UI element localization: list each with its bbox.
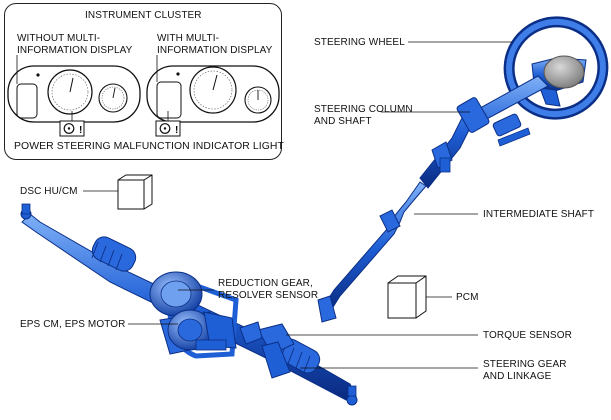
steering-wheel-label: STEERING WHEEL <box>314 37 405 48</box>
dsc-label: DSC HU/CM <box>20 186 78 197</box>
torque-sensor-label: TORQUE SENSOR <box>483 330 572 341</box>
eps-motor-assembly <box>149 271 239 359</box>
reduction-gear-label-line1: REDUCTION GEAR, <box>218 278 313 289</box>
steering-gear-label-line2: AND LINKAGE <box>483 371 552 382</box>
intermediate-shaft <box>317 181 427 323</box>
without-mid-label: WITHOUT MULTI- INFORMATION DISPLAY <box>17 33 132 57</box>
steering-column-label: STEERING COLUMN AND SHAFT <box>314 104 413 128</box>
svg-text:!: ! <box>79 125 82 136</box>
intermediate-shaft-label: INTERMEDIATE SHAFT <box>483 209 595 220</box>
steering-column-label-line1: STEERING COLUMN <box>314 104 413 115</box>
without-mid-label-line1: WITHOUT MULTI- <box>17 33 101 44</box>
without-mid-label-line2: INFORMATION DISPLAY <box>17 45 133 56</box>
power-steering-warning-icon: ! <box>59 111 85 137</box>
instrument-cluster-title: INSTRUMENT CLUSTER <box>85 10 202 21</box>
eps-label: EPS CM, EPS MOTOR <box>20 319 126 330</box>
pcm-label: PCM <box>456 292 479 303</box>
reduction-gear-label-line2: RESOLVER SENSOR <box>218 290 319 301</box>
steering-column-label-line2: AND SHAFT <box>314 116 372 127</box>
with-mid-label-line1: WITH MULTI- <box>157 33 220 44</box>
steering-gear-label-line1: STEERING GEAR <box>483 359 567 370</box>
cluster-with-mid <box>146 65 280 123</box>
indicator-light-label: POWER STEERING MALFUNCTION INDICATOR LIG… <box>14 141 284 152</box>
instrument-cluster-panel <box>4 3 282 160</box>
power-steering-warning-icon-2: ! <box>155 111 181 137</box>
cluster-without-mid <box>7 65 141 123</box>
steering-column <box>419 75 549 189</box>
reduction-gear-label: REDUCTION GEAR, RESOLVER SENSOR <box>218 278 318 302</box>
with-mid-label: WITH MULTI- INFORMATION DISPLAY <box>157 33 272 57</box>
steering-gear-label: STEERING GEAR AND LINKAGE <box>483 359 567 383</box>
svg-text:!: ! <box>175 125 178 136</box>
steering-wheel <box>503 16 609 120</box>
leader-lines <box>83 41 512 369</box>
pcm-module-box <box>387 275 427 319</box>
dsc-module-box <box>117 174 153 210</box>
with-mid-label-line2: INFORMATION DISPLAY <box>157 45 273 56</box>
